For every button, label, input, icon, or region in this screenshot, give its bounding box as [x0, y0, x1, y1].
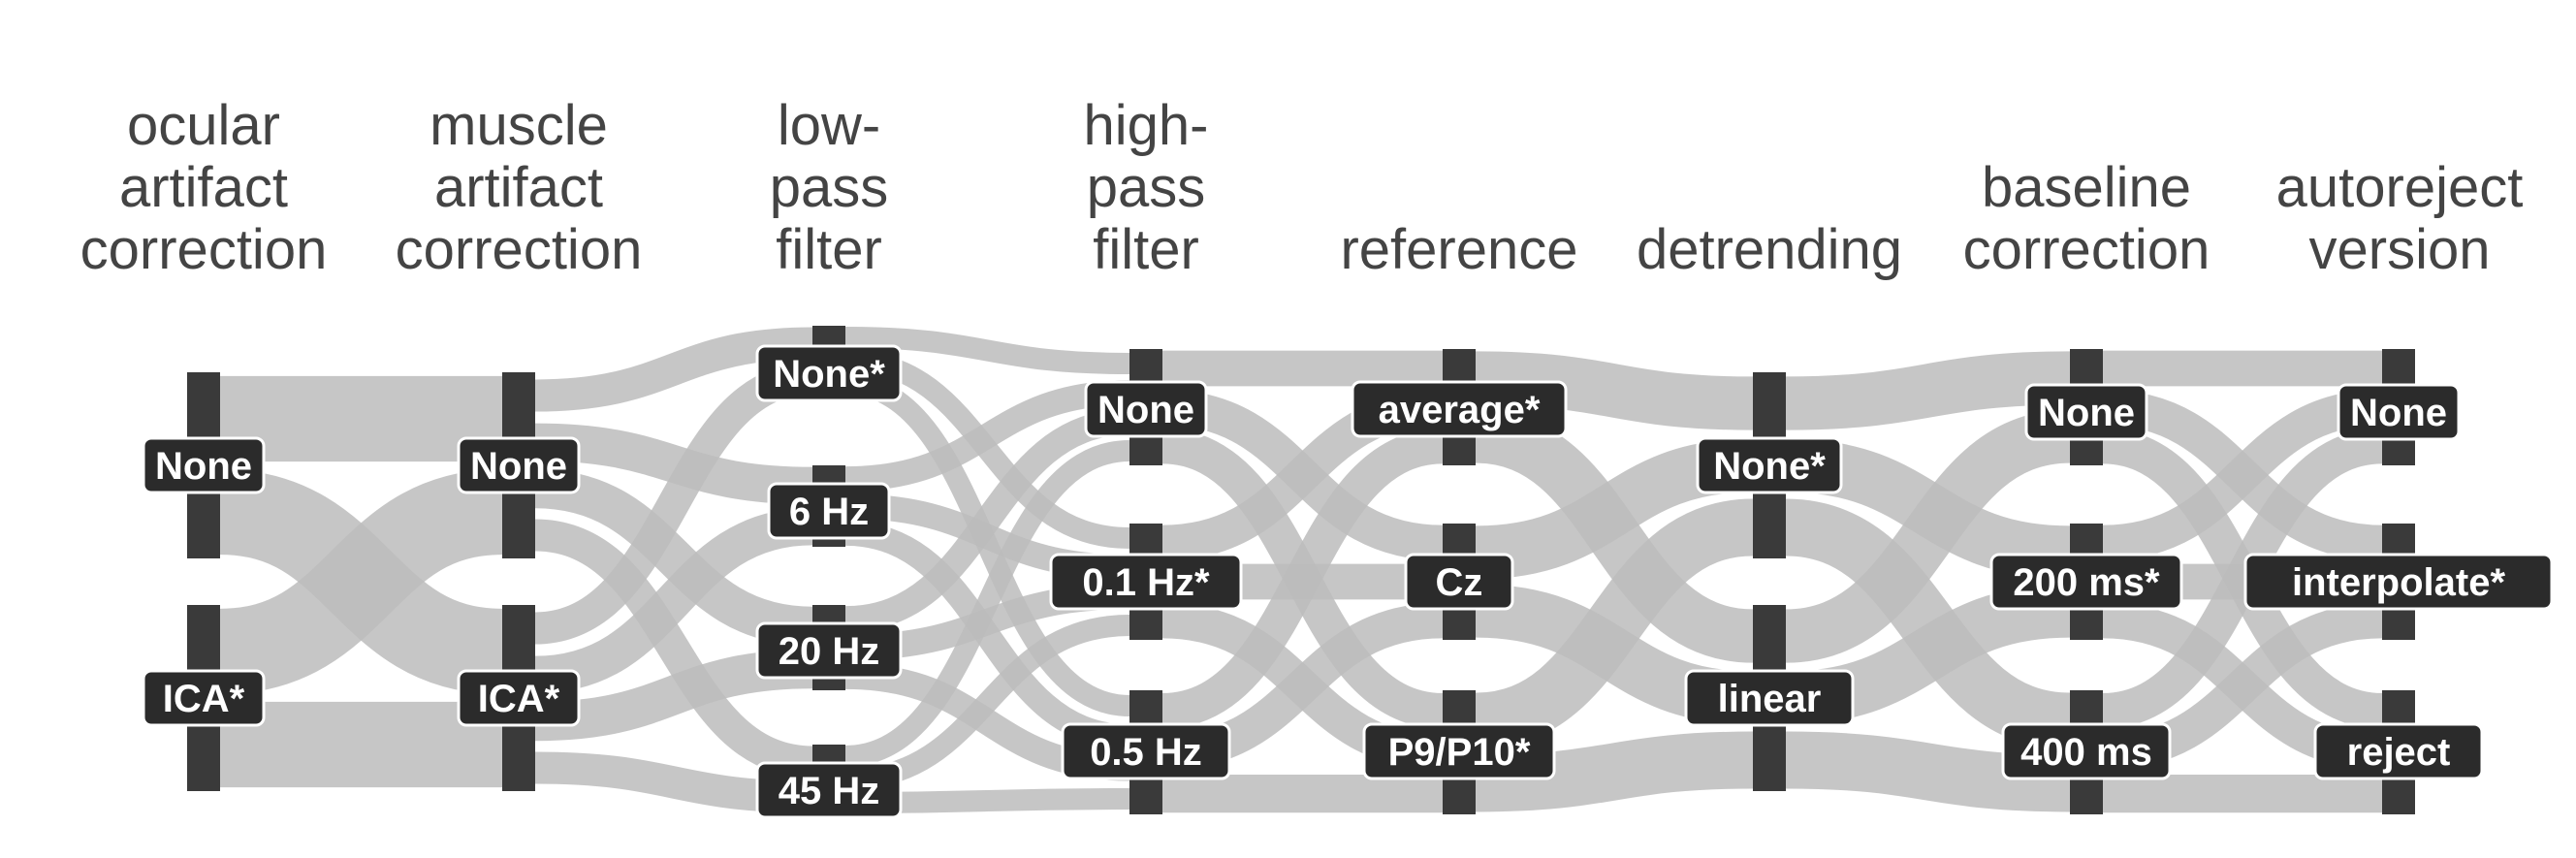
option-label: None — [2350, 392, 2447, 434]
stage-title-reference: reference — [1299, 219, 1619, 281]
option-label-box — [2024, 383, 2148, 441]
stage-title-line: version — [2308, 218, 2491, 281]
flow-band — [1784, 409, 2072, 663]
flow-band — [2102, 389, 2383, 561]
option-label-box — [1049, 553, 1243, 611]
stage-title-baseline: baseline correction — [1926, 157, 2246, 281]
option-label: None — [155, 445, 252, 488]
option-label: reject — [2347, 731, 2451, 774]
option-label: 45 Hz — [779, 770, 880, 812]
flow-band — [534, 507, 813, 694]
stage-title-line: high- — [1083, 94, 1209, 157]
option-label-box — [1362, 722, 1556, 780]
stage-title-line: autoreject — [2275, 156, 2524, 219]
option-label-box — [142, 436, 266, 494]
option-label-box — [457, 436, 581, 494]
option-label: None — [2038, 392, 2135, 434]
flow-band — [1474, 498, 1755, 750]
flow-band — [844, 380, 1130, 492]
stage-title-line: correction — [80, 218, 328, 281]
option-label-box — [755, 621, 903, 680]
stage-title-line: correction — [395, 218, 643, 281]
stage-title-line: pass — [769, 156, 889, 219]
option-label-box — [767, 482, 891, 540]
stage-title-line: pass — [1086, 156, 1206, 219]
stage-title-line: low- — [777, 94, 881, 157]
option-label-box — [1684, 669, 1855, 727]
option-label-box — [1351, 380, 1568, 438]
flow-band — [534, 519, 813, 779]
option-label: None* — [1713, 445, 1826, 488]
option-label-box — [457, 669, 581, 727]
flow-band — [1785, 731, 2071, 812]
stage-title-ocular: ocular artifact correction — [44, 95, 364, 281]
stage-title-detrending: detrending — [1609, 219, 1929, 281]
stage-title-line: artifact — [118, 156, 289, 219]
option-label: None — [470, 445, 567, 488]
option-label-box — [2001, 722, 2172, 780]
stage-title-line: muscle — [429, 94, 608, 157]
option-label: 6 Hz — [789, 491, 869, 533]
stage-title-muscle: muscle artifact correction — [359, 95, 679, 281]
stage-title-highpass: high- pass filter — [986, 95, 1306, 281]
flow-band — [1161, 428, 1445, 729]
option-label-box — [2313, 722, 2484, 780]
flow-band — [844, 326, 1130, 375]
flow-band — [534, 423, 813, 505]
stage-title-autoreject: autoreject version — [2240, 157, 2560, 281]
flow-band — [1785, 351, 2071, 430]
flow-band — [534, 468, 813, 647]
option-label: linear — [1718, 678, 1822, 720]
option-label-box — [1084, 380, 1208, 438]
stage-title-line: filter — [776, 218, 882, 281]
flow-band — [1475, 731, 1754, 812]
stage-title-line: baseline — [1981, 156, 2192, 219]
option-label-box — [2337, 383, 2461, 441]
option-label: ICA* — [478, 678, 560, 720]
option-label: interpolate* — [2292, 561, 2505, 604]
flow-band — [844, 408, 1130, 633]
flow-band — [1475, 351, 1754, 430]
stage-title-line: filter — [1093, 218, 1199, 281]
flow-band — [218, 468, 504, 695]
option-label-box — [1989, 553, 2183, 611]
option-label-box — [755, 344, 903, 402]
stage-title-line: reference — [1340, 218, 1578, 281]
option-label-box — [1061, 722, 1231, 780]
stage-title-line: correction — [1962, 218, 2210, 281]
option-label-box — [1696, 436, 1843, 494]
flow-band — [2101, 428, 2384, 729]
stage-title-line: ocular — [127, 94, 280, 157]
stage-title-lowpass: low- pass filter — [669, 95, 989, 281]
option-label: 0.1 Hz* — [1082, 561, 1210, 604]
flow-band — [844, 439, 1130, 768]
option-label: P9/P10* — [1388, 731, 1531, 774]
stage-title-line: detrending — [1636, 218, 1903, 281]
option-label: Cz — [1436, 561, 1483, 604]
option-label-box — [755, 761, 903, 819]
option-label: 400 ms — [2020, 731, 2152, 774]
option-label: 0.5 Hz — [1090, 731, 1202, 774]
option-label: 200 ms* — [2013, 561, 2160, 604]
option-label: None — [1097, 389, 1194, 431]
option-label-box — [1404, 553, 1514, 611]
option-label: None* — [773, 353, 885, 396]
option-label-box — [2243, 553, 2554, 611]
stage-title-line: artifact — [433, 156, 604, 219]
option-label: average* — [1379, 389, 1541, 431]
option-label-box — [142, 669, 266, 727]
option-label: 20 Hz — [779, 630, 880, 673]
option-label: ICA* — [163, 678, 245, 720]
